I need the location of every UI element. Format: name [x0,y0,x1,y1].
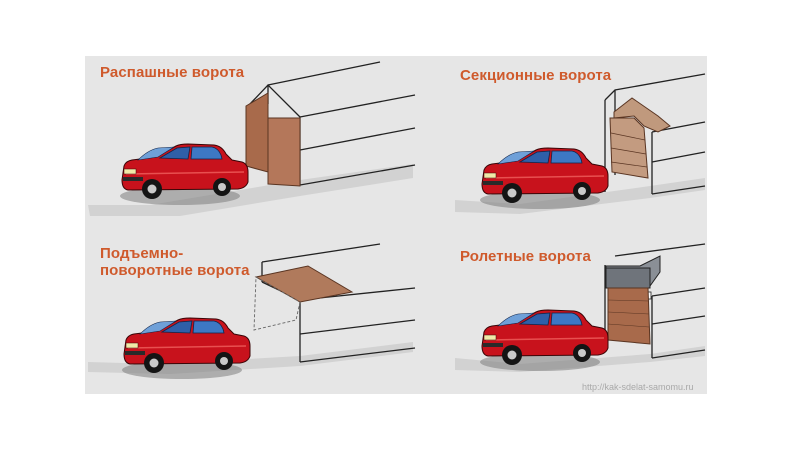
gate-leaf-left [246,93,268,172]
watermark-url: http://kak-sdelat-samomu.ru [582,382,694,392]
gate-leaf-right [268,118,300,186]
roller-gates-title: Ролетные ворота [460,248,591,265]
roller-box-front [606,268,650,288]
roller-shutter [608,288,650,344]
swing-gates-title: Распашные ворота [100,64,244,81]
tilt-gates-title-line2: поворотные ворота [100,262,250,279]
sectional-gates-title: Секционные ворота [460,67,611,84]
sectional-door-panel [610,118,648,178]
tilt-gates-title-line1: Подъемно- [100,245,183,262]
